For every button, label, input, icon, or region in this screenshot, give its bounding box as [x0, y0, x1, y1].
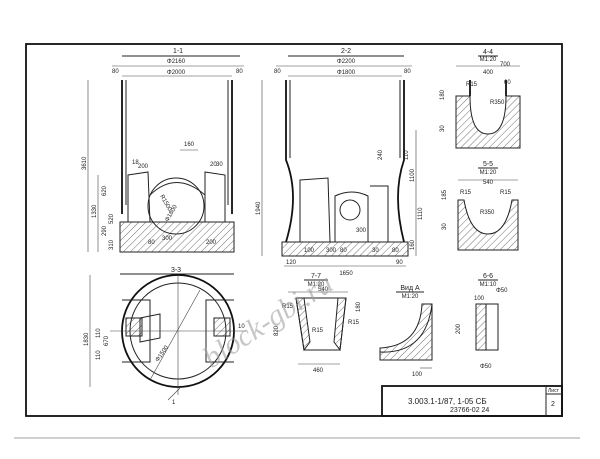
s11-h-low: 1330 [92, 204, 98, 218]
s22-w1: 240 [378, 149, 384, 160]
s11-w6: 80 [148, 240, 155, 246]
s22-d-outer: Φ2200 [337, 59, 356, 65]
s66-d: Φ50 [496, 288, 508, 294]
stamp-sheet-label: Лист [548, 388, 560, 394]
s77-h2: 820 [274, 325, 280, 336]
section-3-3: 3-3 1830 110 670 110 Φ1500 10 1 [84, 267, 246, 406]
s11-h4: 520 [109, 213, 115, 224]
s55-r2: R15 [500, 190, 512, 196]
s55-h1: 185 [442, 189, 448, 200]
s77-r3: R15 [348, 320, 360, 326]
s44-h1: 180 [440, 89, 446, 100]
s11-d-outer: Φ2160 [167, 59, 186, 65]
s66-h: 200 [456, 323, 462, 334]
s22-w4: 30 [372, 248, 379, 254]
s22-title: 2-2 [341, 48, 351, 55]
s11-h-total: 3610 [82, 156, 88, 170]
s55-scale: M1:20 [480, 170, 497, 176]
s11-h1: 620 [102, 185, 108, 196]
section-5-5: 5-5 M1:20 540 R15 R15 R350 185 30 [442, 161, 519, 251]
section-4-4: 4-4 M1:20 700 400 R15 R350 60 180 30 [440, 49, 521, 149]
s22-w2: 300 [356, 228, 367, 234]
s22-w-base: 1650 [339, 271, 353, 277]
s22-h-total: 1940 [256, 201, 262, 215]
s11-h3: 310 [109, 239, 115, 250]
stamp-code: 3.003.1-1/87, 1-05 СБ [408, 397, 487, 406]
stamp-sheet-no: 2 [551, 401, 555, 408]
s22-wall-l: 80 [274, 69, 281, 75]
s55-r1: R15 [460, 190, 472, 196]
s77-h1: 180 [356, 301, 362, 312]
s66-scale: M1:10 [480, 282, 497, 288]
s77-scale: M1:20 [308, 282, 325, 288]
s44-h2: 30 [440, 125, 446, 132]
sA-w: 100 [412, 372, 423, 378]
s44-w1: 700 [500, 62, 511, 68]
s44-w3: 60 [504, 80, 511, 86]
s44-scale: M1:20 [480, 57, 497, 63]
s66-title: 6-6 [483, 273, 493, 280]
sheet-frame [25, 43, 563, 417]
s22-d-inner: Φ1800 [337, 70, 356, 76]
s11-w4: 30 [216, 162, 223, 168]
s33-h2: 670 [104, 335, 110, 346]
section-2-2: 2-2 Φ2200 Φ1800 80 80 1940 1110 1100 160… [256, 48, 424, 277]
s33-h1: 110 [96, 328, 102, 338]
s11-wall-l: 80 [112, 69, 119, 75]
s66-w: 100 [474, 296, 485, 302]
section-1-1: 1-1 Φ2160 Φ2000 80 80 3610 1330 620 290 … [82, 48, 244, 253]
s33-title: 3-3 [171, 267, 181, 274]
s44-r1: R15 [466, 82, 478, 88]
s44-title: 4-4 [483, 49, 493, 56]
s55-w: 540 [483, 180, 494, 186]
s11-w8: 18 [132, 160, 139, 166]
s55-r3: R350 [480, 210, 495, 216]
s11-title: 1-1 [173, 48, 183, 55]
s33-w: 10 [238, 324, 245, 330]
s44-w2: 400 [483, 70, 494, 76]
s33-d: Φ1500 [155, 344, 171, 363]
s66-d2: Φ50 [480, 364, 492, 370]
s11-w5: 300 [162, 236, 173, 242]
title-stamp: 3.003.1-1/87, 1-05 СБ Лист 2 23766-02 24 [381, 385, 563, 417]
sA-title: Вид А [400, 285, 420, 292]
s22-h1: 1110 [418, 207, 424, 220]
s22-w5: 300 [326, 248, 337, 254]
s44-r2: R350 [490, 100, 505, 106]
section-6-6: 6-6 M1:10 100 Φ50 200 Φ50 [456, 273, 508, 370]
s33-h-total: 1830 [84, 332, 90, 346]
s55-title: 5-5 [483, 161, 493, 168]
s77-r1: R15 [282, 304, 294, 310]
s22-h4: 110 [404, 150, 410, 160]
s11-d-inner: Φ2000 [167, 70, 186, 76]
s22-h2: 1100 [410, 168, 416, 182]
s11-w2: 20 [210, 162, 217, 168]
s77-r2: R15 [312, 328, 324, 334]
stamp-footer: 23766-02 24 [450, 407, 489, 414]
s11-w1: 200 [138, 164, 149, 170]
s11-wall-r: 80 [236, 69, 243, 75]
s11-w7: 200 [206, 240, 217, 246]
s22-w-r: 90 [396, 260, 403, 266]
s22-w6: 80 [392, 248, 399, 254]
s22-h3: 160 [410, 239, 416, 250]
s77-title: 7-7 [311, 273, 321, 280]
s77-w-bot: 460 [313, 368, 324, 374]
s33-h3: 110 [96, 350, 102, 360]
s22-w7: 80 [340, 248, 347, 254]
s11-w3: 160 [184, 142, 195, 148]
s11-r-arc: R1500 [158, 194, 172, 213]
s22-w3: 100 [304, 248, 315, 254]
s55-h2: 30 [442, 223, 448, 230]
section-7-7: 7-7 M1:20 540 R15 R15 R15 180 820 460 [274, 273, 362, 374]
s22-wall-r: 80 [404, 69, 411, 75]
view-a: Вид А M1:20 100 [379, 285, 433, 378]
s77-w-top: 540 [318, 287, 329, 293]
s22-w-l: 120 [286, 260, 297, 266]
s11-h2: 290 [102, 225, 108, 236]
s33-mark: 1 [172, 400, 176, 406]
sA-scale: M1:20 [402, 294, 419, 300]
